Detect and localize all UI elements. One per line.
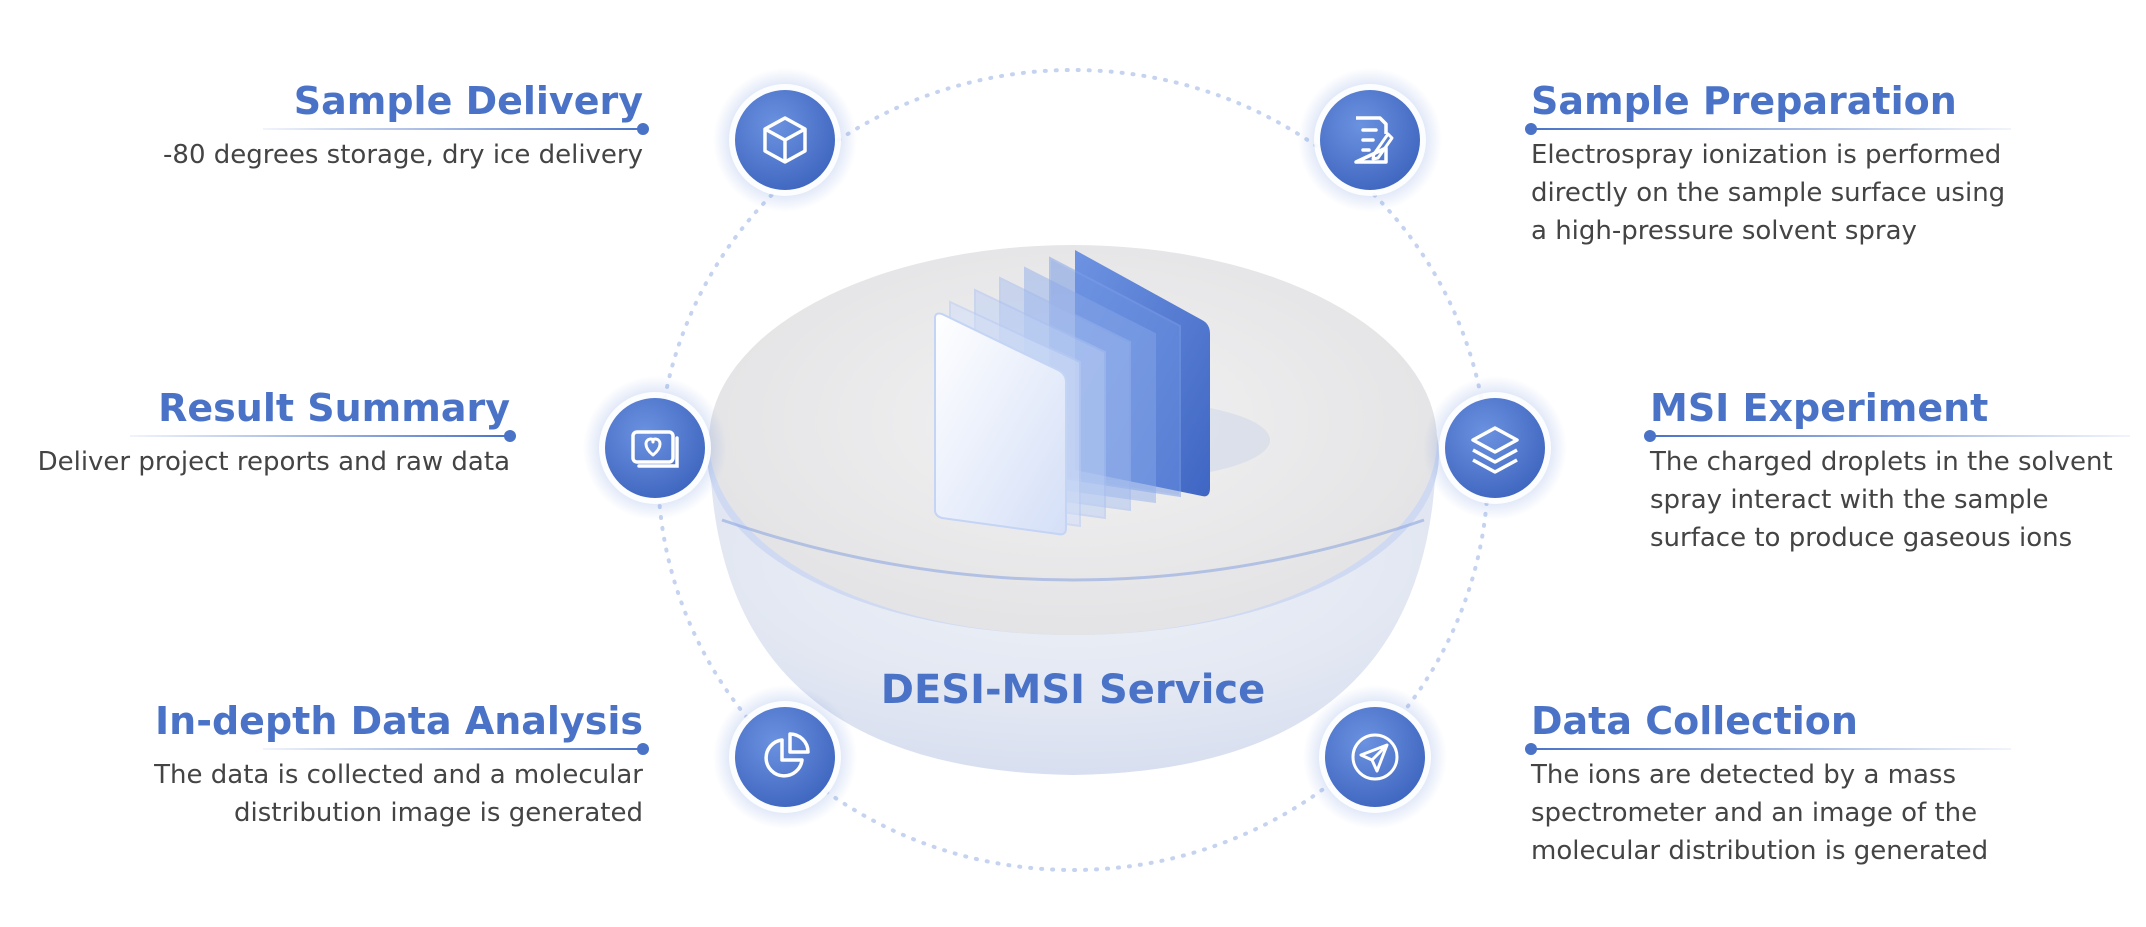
- description-line: directly on the sample surface using: [1531, 178, 2006, 208]
- step-data-collection: Data Collection The ions are detected by…: [1525, 698, 2091, 870]
- description-line: surface to produce gaseous ions: [1650, 523, 2073, 553]
- step-description: Electrospray ionization is performed dir…: [1531, 136, 2091, 250]
- step-sample-delivery: Sample Delivery -80 degrees storage, dry…: [83, 78, 649, 174]
- description-line: Deliver project reports and raw data: [37, 447, 510, 477]
- step-title: Result Summary: [158, 386, 510, 430]
- step-description: The ions are detected by a mass spectrom…: [1531, 756, 2091, 870]
- description-line: a high-pressure solvent spray: [1531, 216, 1917, 246]
- description-line: molecular distribution is generated: [1531, 836, 1989, 866]
- step-description: The data is collected and a molecular di…: [83, 756, 643, 832]
- step-title: In-depth Data Analysis: [155, 699, 643, 743]
- step-title: Sample Delivery: [293, 79, 643, 123]
- document-edit-icon: [1298, 68, 1442, 212]
- step-underline: [263, 123, 649, 135]
- step-underline: [263, 743, 649, 755]
- step-underline: [1644, 430, 2130, 442]
- step-description: Deliver project reports and raw data: [0, 443, 510, 481]
- layers-icon: [1423, 376, 1567, 520]
- description-line: The charged droplets in the solvent: [1650, 447, 2113, 477]
- description-line: distribution image is generated: [233, 798, 643, 828]
- step-underline: [1525, 123, 2011, 135]
- step-data-analysis: In-depth Data Analysis The data is colle…: [83, 698, 649, 832]
- step-sample-preparation: Sample Preparation Electrospray ionizati…: [1525, 78, 2091, 250]
- send-icon: [1303, 685, 1447, 829]
- description-line: spray interact with the sample: [1650, 485, 2049, 515]
- slides-illustration: [934, 250, 1270, 536]
- pie-chart-icon: [713, 685, 857, 829]
- description-line: spectrometer and an image of the: [1531, 798, 1978, 828]
- description-line: -80 degrees storage, dry ice delivery: [163, 140, 643, 170]
- step-result-summary: Result Summary Deliver project reports a…: [0, 385, 516, 481]
- step-msi-experiment: MSI Experiment The charged droplets in t…: [1644, 385, 2146, 557]
- service-title: DESI-MSI Service: [880, 667, 1266, 713]
- step-title: Sample Preparation: [1531, 79, 1957, 123]
- description-line: The ions are detected by a mass: [1531, 760, 1957, 790]
- heart-picture-icon: [583, 376, 727, 520]
- description-line: Electrospray ionization is performed: [1531, 140, 2002, 170]
- cube-icon: [713, 68, 857, 212]
- step-description: -80 degrees storage, dry ice delivery: [83, 136, 643, 174]
- description-line: The data is collected and a molecular: [154, 760, 643, 790]
- step-underline: [130, 430, 516, 442]
- step-title: MSI Experiment: [1650, 386, 1989, 430]
- step-underline: [1525, 743, 2011, 755]
- step-description: The charged droplets in the solvent spra…: [1650, 443, 2146, 557]
- step-title: Data Collection: [1531, 699, 1858, 743]
